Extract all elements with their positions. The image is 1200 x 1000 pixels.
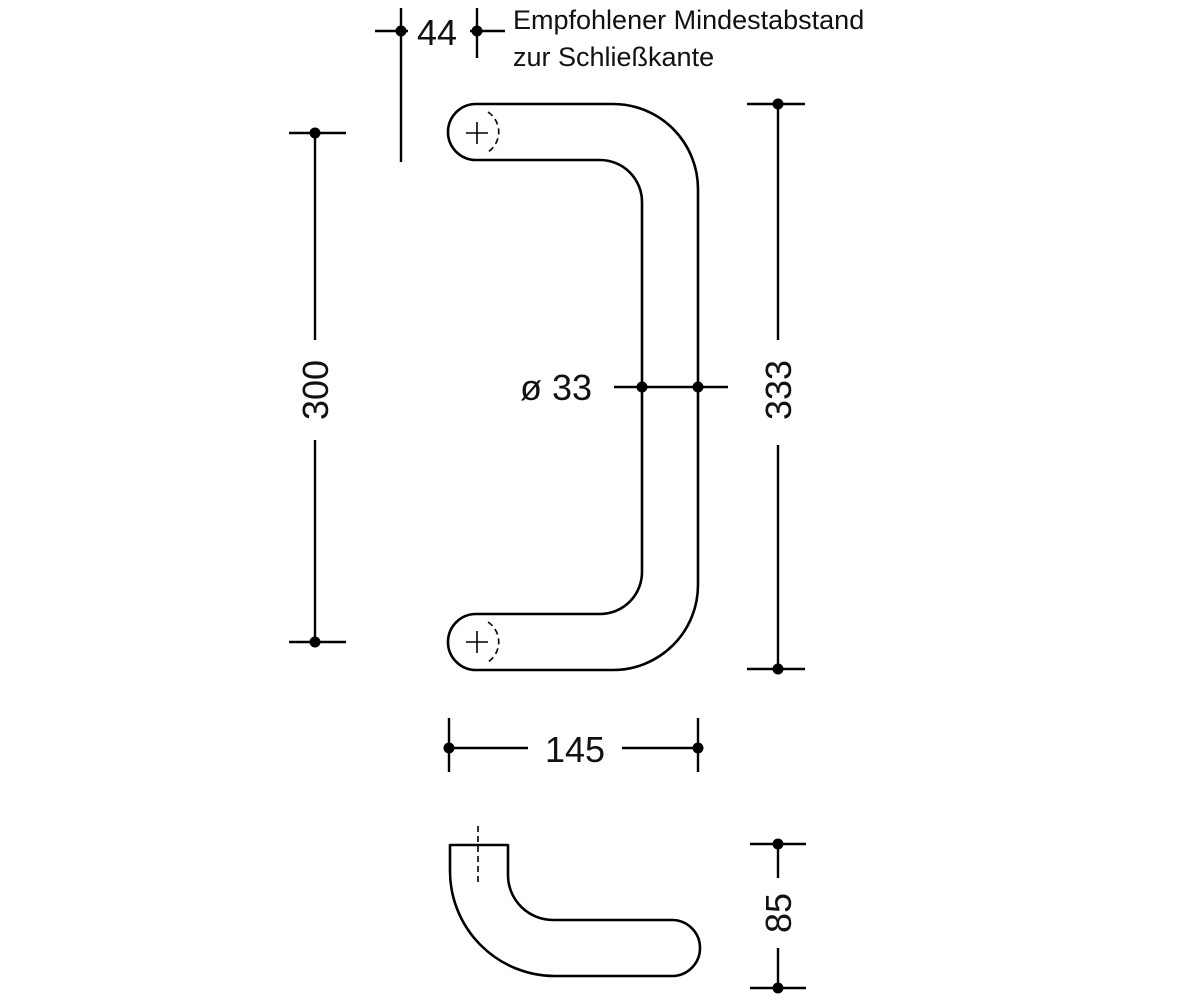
overall-height-terminator-bottom xyxy=(772,663,784,675)
tube-diameter-dimension: ø 33 xyxy=(520,367,728,408)
handle-outline xyxy=(446,102,700,672)
tube-diameter-terminator-left xyxy=(636,381,648,393)
upper-mount-hidden-arc xyxy=(487,111,500,153)
side-depth-terminator-top xyxy=(772,838,784,850)
overall-height-value: 333 xyxy=(758,360,799,420)
hole-spacing-value: 300 xyxy=(295,360,336,420)
side-depth-dimension: 85 xyxy=(750,838,806,994)
overall-height-terminator-top xyxy=(772,98,784,110)
overall-height-dimension: 333 xyxy=(747,98,805,675)
tube-diameter-value: ø 33 xyxy=(520,367,592,408)
handle-front-view xyxy=(446,102,700,672)
hole-spacing-dimension: 300 xyxy=(289,127,346,648)
side-depth-terminator-bottom xyxy=(772,982,784,994)
lower-mount-hidden-arc xyxy=(487,621,500,663)
min-distance-dimension: 44 xyxy=(375,8,505,162)
hole-spacing-terminator-top xyxy=(309,127,321,139)
projection-terminator-left xyxy=(443,742,455,754)
side-view-outline xyxy=(448,843,702,978)
min-distance-terminator-right xyxy=(471,25,483,37)
projection-dimension: 145 xyxy=(443,718,704,772)
note-line-2: zur Schließkante xyxy=(513,42,714,72)
tube-diameter-terminator-right xyxy=(692,381,704,393)
min-distance-value: 44 xyxy=(417,12,457,53)
handle-side-view xyxy=(448,826,702,978)
hole-spacing-terminator-bottom xyxy=(309,636,321,648)
projection-value: 145 xyxy=(545,729,605,770)
min-distance-terminator-left xyxy=(395,25,407,37)
projection-terminator-right xyxy=(692,742,704,754)
note-line-1: Empfohlener Mindestabstand xyxy=(513,5,864,35)
side-depth-value: 85 xyxy=(758,893,799,933)
